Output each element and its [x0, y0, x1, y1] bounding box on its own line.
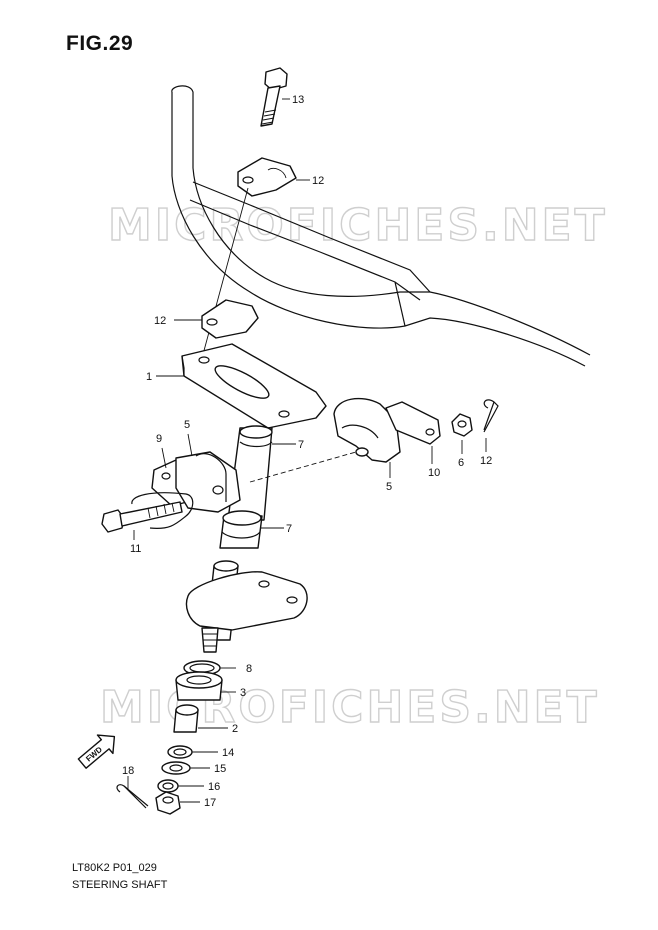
nut-17[interactable] — [155, 791, 181, 815]
figure-title: FIG.29 — [66, 32, 134, 55]
bearing-3[interactable] — [175, 671, 223, 701]
bushing-7-lower[interactable] — [219, 510, 263, 549]
callout-13: 13 — [292, 94, 304, 106]
callout-1: 1 — [146, 371, 152, 383]
steering-shaft-lower[interactable] — [185, 560, 308, 653]
diagram-code: LT80K2 P01_029 — [72, 862, 157, 874]
callout-10: 11 — [130, 543, 141, 555]
fwd-arrow-icon: FWD — [77, 734, 116, 769]
shaft-holder-5-left[interactable] — [175, 451, 241, 513]
callout-16: 16 — [208, 781, 220, 793]
plate-9[interactable] — [385, 401, 441, 445]
callout-7-lower: 7 — [286, 523, 292, 535]
callout-12-lower: 12 — [154, 315, 166, 327]
shaft-holder-5-right[interactable] — [333, 397, 401, 463]
handlebar-clamp-lower[interactable] — [201, 299, 259, 339]
washer-15[interactable] — [161, 761, 191, 775]
callout-11: 12 — [480, 455, 492, 467]
callout-3: 3 — [240, 687, 246, 699]
callout-2: 2 — [232, 723, 238, 735]
callout-6: 6 — [458, 457, 464, 469]
callout-4: 8 — [246, 663, 252, 675]
diagram-name: STEERING SHAFT — [72, 879, 168, 891]
callout-14: 14 — [222, 747, 234, 759]
cotter-pin-18[interactable] — [116, 784, 149, 809]
washer-14[interactable] — [167, 745, 193, 759]
callout-12-upper: 12 — [312, 175, 324, 187]
bolt-13[interactable] — [260, 67, 288, 127]
callout-18: 18 — [122, 765, 134, 777]
assembly-line — [249, 451, 357, 483]
cotter-pin-11[interactable] — [483, 399, 499, 433]
handlebar[interactable] — [171, 85, 591, 367]
callout-5-left: 5 — [184, 419, 190, 431]
callout-9: 10 — [428, 467, 440, 479]
bushing-2[interactable] — [173, 704, 199, 733]
handlebar-holder-plate[interactable] — [181, 343, 327, 429]
callout-15: 15 — [214, 763, 226, 775]
handlebar-clamp-upper[interactable] — [237, 157, 297, 197]
callout-5-right: 5 — [386, 481, 392, 493]
callout-8: 9 — [156, 433, 162, 445]
washer-16[interactable] — [157, 779, 179, 793]
callout-17: 17 — [204, 797, 216, 809]
callout-7-upper: 7 — [298, 439, 304, 451]
leader-8 — [161, 447, 167, 469]
watermark-top: MICROFICHES.NET — [108, 200, 608, 251]
nut-6[interactable] — [451, 413, 473, 437]
leader-5-left — [187, 433, 193, 457]
bolt-10[interactable] — [101, 492, 194, 533]
